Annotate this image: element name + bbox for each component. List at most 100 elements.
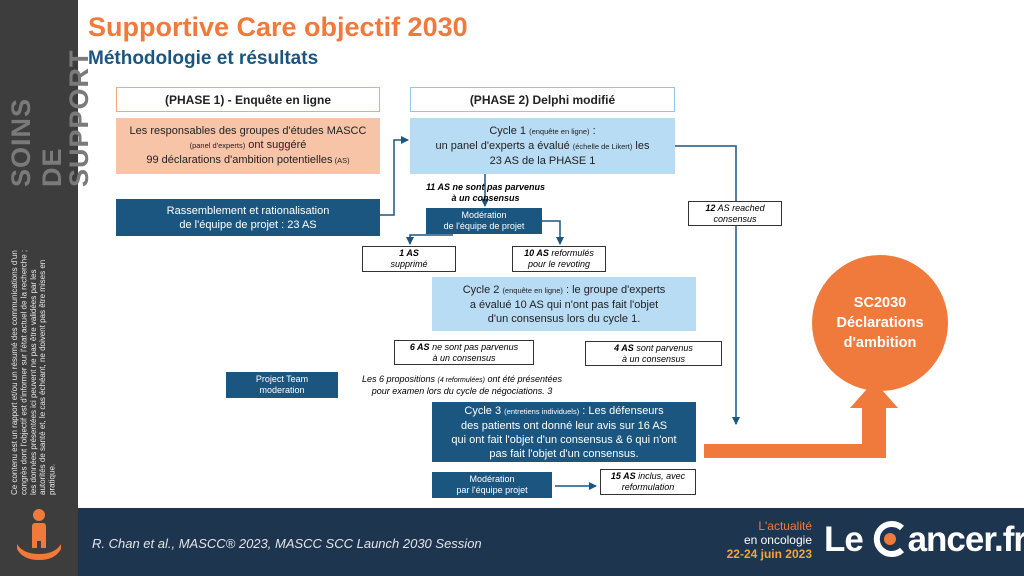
no-consensus-11-label: 11 AS ne sont pas parvenus à un consensu… [418,182,553,204]
reformulated-text: reformulés [548,248,594,258]
cycle2-box: Cycle 2 (enquête en ligne) : le groupe d… [432,277,696,331]
included-15-box: 15 AS inclus, avec reformulation [600,469,696,495]
proposal-verb: ont suggéré [245,139,307,151]
included-line1: 15 AS inclus, avec [611,471,685,482]
cycle1-label: Cycle 1 [489,125,530,137]
cycle3-line3: qui ont fait l'objet d'un consensus & 6 … [451,433,677,446]
cycle2-line2: a évalué 10 AS qui n'ont pas fait l'obje… [469,298,659,311]
phase1-header: (PHASE 1) - Enquête en ligne [116,87,380,112]
cycle1-panel: un panel d'experts a évalué [435,140,573,152]
proposal-line1: Les responsables des groupes d'études MA… [129,125,367,137]
cycle1-method: (enquête en ligne) [529,127,590,136]
result-line2: Déclarations [836,315,924,331]
propositions-line1: Les 6 propositions (4 reformulées) ont é… [352,374,572,386]
phase1-proposal-box: Les responsables des groupes d'études MA… [116,118,380,174]
cycle2-line1: Cycle 2 (enquête en ligne) : le groupe d… [463,283,666,298]
reformulated-box: 10 AS reformulés pour le revoting [512,246,606,272]
no-consensus-11-line2: à un consensus [451,193,520,203]
no-consensus-6-line2: à un consensus [432,352,496,363]
cycle2-group: : le groupe d'experts [562,283,666,296]
project-team-moderation-box: Project Team moderation [226,372,338,398]
consensus-4-line1: 4 AS sont parvenus [614,343,693,354]
reached-count: 12 [705,202,716,213]
event-line2: en oncologie [743,533,812,547]
no-consensus-6-text: ne sont pas parvenus [429,341,519,352]
cycle2-line3: d'un consensus lors du cycle 1. [487,312,641,325]
included-count: 15 AS [610,471,636,481]
reached-consensus-12-box: 12 AS reached consensus [688,201,782,226]
moderation1-line2: de l'équipe de projet [443,221,525,231]
proposal-abbr: (AS) [332,156,350,165]
consensus-4-count: 4 AS [614,342,634,353]
proposal-line2: (panel d'experts) ont suggéré [190,138,307,153]
moderation2-line1: Modération [469,474,515,484]
consensus-4-box: 4 AS sont parvenus à un consensus [585,341,722,366]
cycle3-line4: pas fait l'objet d'un consensus. [489,447,639,460]
no-consensus-6-line1: 6 AS ne sont pas parvenus [410,342,518,353]
reformulated-line1: 10 AS reformulés [524,248,594,259]
c-ring-logo-icon [873,521,904,557]
logo-name: ancer.fr [907,520,1024,559]
cycle3-label: Cycle 3 [464,404,505,417]
cycle3-line1: Cycle 3 (entretiens individuels) : Les d… [464,404,663,419]
footer: R. Chan et al., MASCC® 2023, MASCC SCC L… [78,508,1024,576]
result-arrow [704,381,898,458]
propositions-reformulated: (4 reformulées) [437,377,485,384]
page-subtitle: Méthodologie et résultats [88,48,319,69]
propositions-line2: pour examen lors du cycle de négociation… [371,386,553,396]
result-line1: SC2030 [853,295,907,311]
consensus-4-text: sont parvenus [633,342,693,353]
included-text: inclus, avec [635,471,686,481]
deleted-count: 1 AS [399,248,419,258]
reformulated-line2: pour le revoting [527,259,591,269]
propositions-note: Les 6 propositions (4 reformulées) ont é… [352,374,572,397]
deleted-box: 1 AS supprimé [362,246,456,272]
no-consensus-11-line1: 11 AS ne sont pas parvenus [425,182,546,192]
consensus-4-line2: à un consensus [621,353,686,364]
logo-le: Le [824,520,872,559]
cycle1-line1: Cycle 1 (enquête en ligne) : [489,124,595,139]
moderation1-box: Modération de l'équipe de projet [426,208,542,234]
cycle1-box: Cycle 1 (enquête en ligne) : un panel d'… [410,118,675,174]
project-team-line2: moderation [259,385,305,395]
cycle1-line3: 23 AS de la PHASE 1 [489,155,596,167]
propositions-count: Les 6 propositions [361,374,438,384]
phase1-rationalisation-box: Rassemblement et rationalisation de l'éq… [116,199,380,236]
reformulated-count: 10 AS [524,248,549,258]
cycle1-line2: un panel d'experts a évalué (échelle de … [435,139,649,154]
cycle1-colon: : [589,125,596,137]
cycle2-label: Cycle 2 [462,283,503,296]
result-line3: d'ambition [843,335,917,351]
cycle3-method: (entretiens individuels) [504,406,580,416]
brand-logo: Le ancer.fr [824,520,1024,560]
event-info: L'actualité en oncologie 22-24 juin 2023 [708,519,812,561]
proposal-count: 99 déclarations d'ambition potentielles [146,154,333,166]
person-in-hand-icon [17,509,61,560]
reached-line2: consensus [713,213,757,224]
moderation2-line2: par l'équipe projet [456,485,528,495]
cycle3-defenders: : Les défenseurs [579,404,664,417]
rationalisation-line1: Rassemblement et rationalisation [166,204,330,217]
moderation2-box: Modération par l'équipe projet [432,472,552,498]
reached-line1: 12 AS reached [705,203,764,214]
no-consensus-6-box: 6 AS ne sont pas parvenus à un consensus [394,340,534,365]
reached-text: AS reached [715,202,765,213]
propositions-text: ont été présentées [484,374,563,384]
moderation1-line1: Modération [461,210,507,220]
phase2-header: (PHASE 2) Delphi modifié [410,87,675,112]
cycle3-line2: des patients ont donné leur avis sur 16 … [460,419,668,432]
cycle2-method: (enquête en ligne) [502,285,563,295]
no-consensus-6-count: 6 AS [409,341,430,352]
cycle1-les: les [632,140,650,152]
rationalisation-line2: de l'équipe de projet : 23 AS [179,218,317,231]
project-team-line1: Project Team [255,374,309,384]
event-line1: L'actualité [758,519,812,533]
result-circle: SC2030 Déclarations d'ambition [812,255,948,391]
deleted-text: supprimé [390,259,428,269]
sidebar: SOINS DE SUPPORT Ce contenu est un rappo… [0,0,94,576]
proposal-note: (panel d'experts) [189,141,246,150]
event-dates: 22-24 juin 2023 [726,547,812,561]
cycle3-box: Cycle 3 (entretiens individuels) : Les d… [432,402,696,462]
proposal-line3: 99 déclarations d'ambition potentielles … [146,153,349,168]
page-title: Supportive Care objectif 2030 [88,12,468,42]
